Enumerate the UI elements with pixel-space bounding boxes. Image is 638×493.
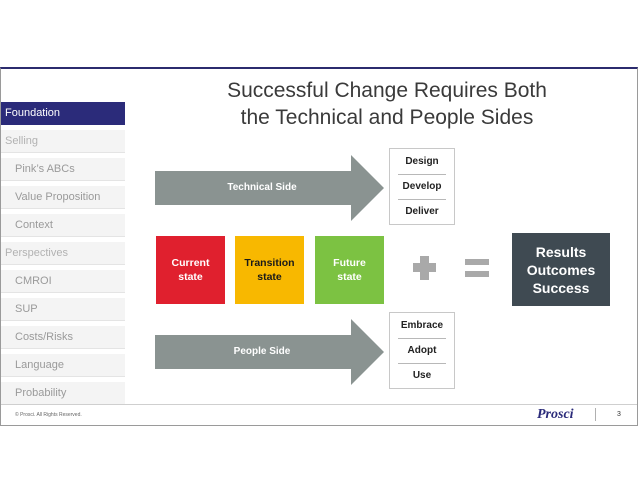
results-box: Results Outcomes Success bbox=[512, 233, 610, 306]
state-current-line-2: state bbox=[178, 271, 203, 283]
step-deliver: Deliver bbox=[390, 199, 454, 224]
page-title-line-2: the Technical and People Sides bbox=[240, 106, 534, 129]
technical-arrow-shape bbox=[155, 155, 384, 221]
plus-icon-horizontal bbox=[413, 263, 436, 272]
equals-icon-bottom bbox=[465, 271, 489, 277]
step-use: Use bbox=[390, 363, 454, 388]
state-transition-line-1: Transition bbox=[244, 257, 295, 269]
sidebar-item-value-proposition[interactable]: Value Proposition bbox=[1, 186, 125, 209]
prosci-logo: Prosci bbox=[537, 407, 574, 422]
state-future: Future state bbox=[315, 236, 384, 304]
equals-icon-top bbox=[465, 259, 489, 265]
people-side-arrow: People Side bbox=[155, 319, 387, 385]
sidebar-item-cmroi[interactable]: CMROI bbox=[1, 270, 125, 293]
result-success: Success bbox=[532, 279, 590, 296]
result-outcomes: Outcomes bbox=[526, 261, 596, 278]
sidebar-item-selling[interactable]: Selling bbox=[1, 130, 125, 153]
step-embrace: Embrace bbox=[400, 320, 444, 331]
step-design: Design bbox=[405, 156, 439, 167]
sidebar-item-foundation[interactable]: Foundation bbox=[1, 102, 125, 125]
people-arrow-shape bbox=[155, 319, 384, 385]
page-title-line-1: Successful Change Requires Both bbox=[227, 79, 547, 102]
state-current: Current state bbox=[156, 236, 225, 304]
people-steps-box: Embrace Adopt Use bbox=[389, 312, 455, 389]
people-side-label: People Side bbox=[233, 346, 291, 357]
result-results: Results bbox=[535, 243, 587, 260]
state-transition-line-2: state bbox=[257, 271, 282, 283]
sidebar-item-sup[interactable]: SUP bbox=[1, 298, 125, 321]
sidebar-item-pinks-abcs[interactable]: Pink’s ABCs bbox=[1, 158, 125, 181]
slide: Foundation Selling Pink’s ABCs Value Pro… bbox=[0, 67, 638, 426]
sidebar: Foundation Selling Pink’s ABCs Value Pro… bbox=[1, 102, 125, 410]
footer-divider bbox=[595, 408, 596, 421]
technical-side-arrow: Technical Side bbox=[155, 155, 387, 221]
sidebar-item-context[interactable]: Context bbox=[1, 214, 125, 237]
copyright-text: © Prosci. All Rights Reserved. bbox=[15, 412, 82, 418]
state-current-line-1: Current bbox=[171, 257, 210, 269]
sidebar-item-probability[interactable]: Probability bbox=[1, 382, 125, 405]
sidebar-item-costs-risks[interactable]: Costs/Risks bbox=[1, 326, 125, 349]
slide-footer: © Prosci. All Rights Reserved. Prosci 3 bbox=[1, 404, 637, 425]
state-future-line-1: Future bbox=[333, 257, 366, 269]
technical-side-label: Technical Side bbox=[227, 182, 297, 193]
sidebar-item-language[interactable]: Language bbox=[1, 354, 125, 377]
state-transition: Transition state bbox=[235, 236, 304, 304]
sidebar-item-perspectives[interactable]: Perspectives bbox=[1, 242, 125, 265]
page-number: 3 bbox=[617, 411, 621, 418]
step-adopt: Adopt bbox=[390, 338, 454, 363]
step-develop: Develop bbox=[390, 174, 454, 199]
state-future-line-2: state bbox=[337, 271, 362, 283]
page-title: Successful Change Requires Both the Tech… bbox=[201, 77, 573, 131]
technical-steps-box: Design Develop Deliver bbox=[389, 148, 455, 225]
